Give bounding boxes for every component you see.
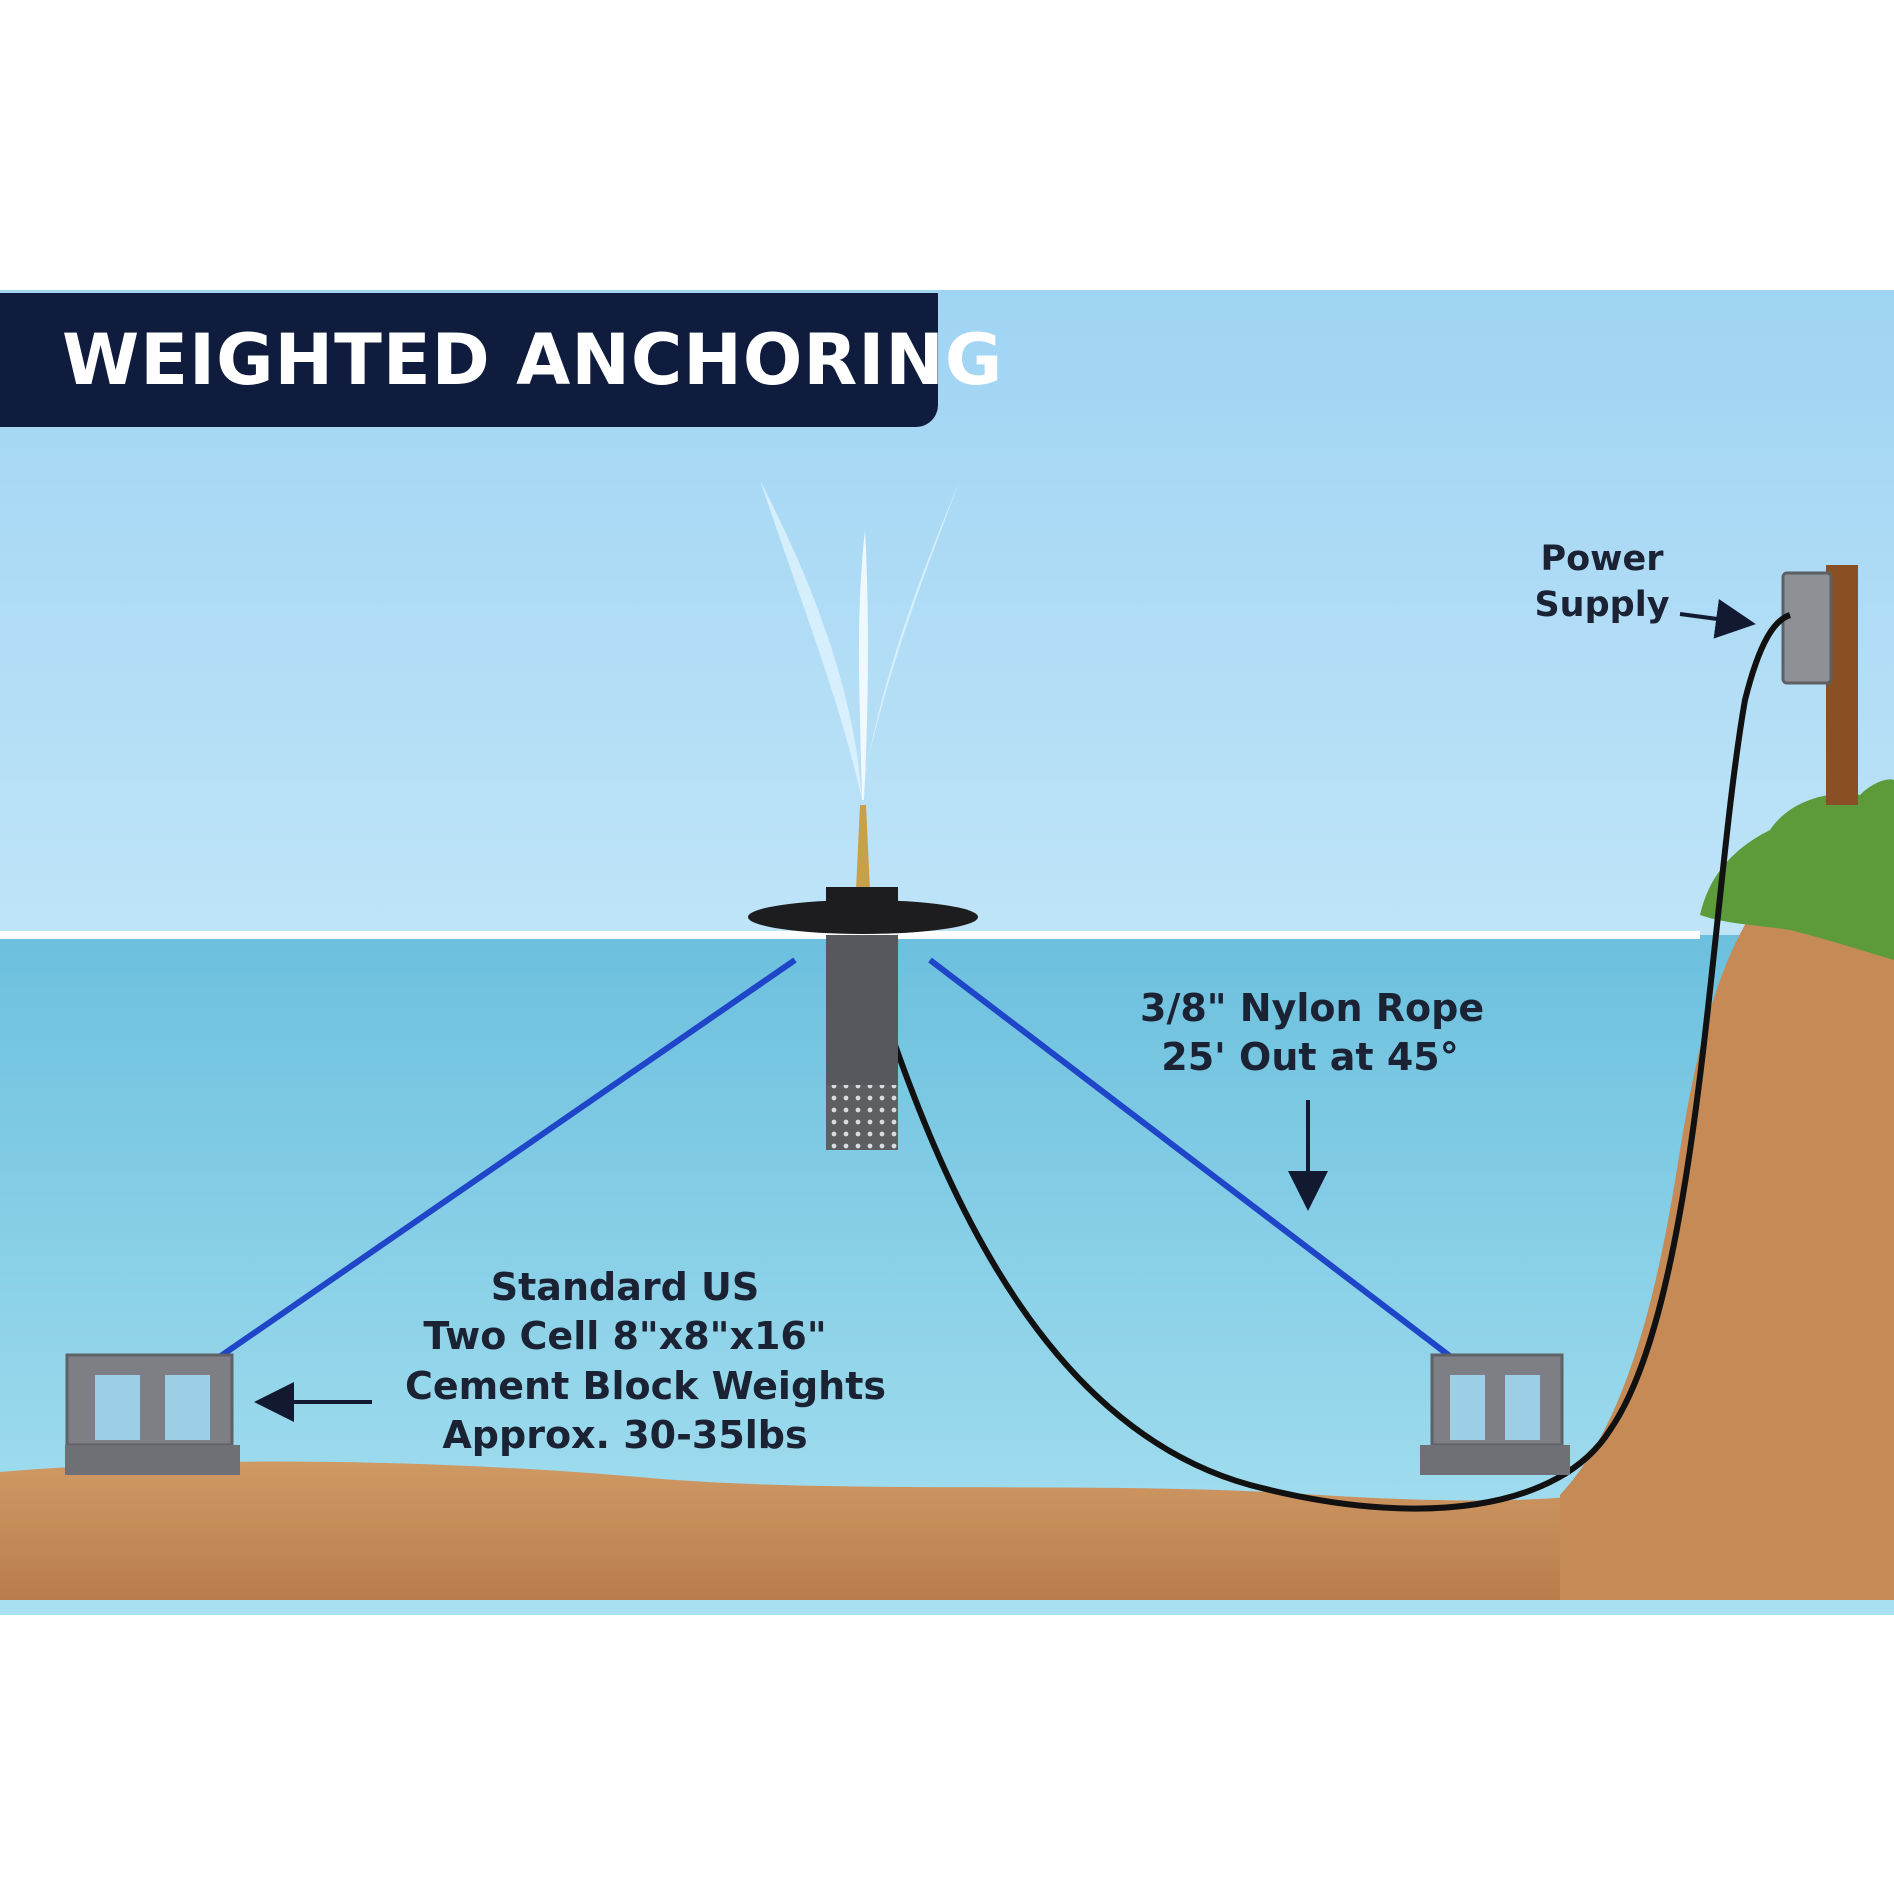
rope-left	[213, 957, 797, 1363]
power-arrow	[1679, 599, 1756, 639]
power-cable	[892, 612, 1792, 1512]
pump-motor	[826, 935, 898, 1085]
label-rope-line-2: 25' Out at 45°	[1161, 1035, 1459, 1080]
bank-hill	[1560, 790, 1894, 1600]
label-power-line-2: Supply	[1534, 584, 1670, 625]
title: WEIGHTED ANCHORING	[62, 319, 1004, 401]
power-box-icon	[1781, 571, 1833, 685]
cement-block-right	[1420, 1353, 1570, 1475]
label-rope: 3/8" Nylon Rope 25' Out at 45°	[1140, 984, 1485, 1083]
label-blocks-line-4: Approx. 30-35lbs	[442, 1413, 808, 1458]
pond-bottom	[0, 1461, 1620, 1600]
label-blocks-line-1: Standard US	[490, 1265, 760, 1309]
label-blocks-line-3: Cement Block Weights	[405, 1363, 886, 1408]
pump-intake-screen	[826, 1085, 898, 1150]
label-blocks-line-2: Two Cell 8"x8"x16"	[423, 1314, 827, 1359]
label-blocks: Standard US Two Cell 8"x8"x16" Cement Bl…	[405, 1263, 886, 1461]
cement-block-left	[65, 1353, 240, 1475]
float-collar	[826, 887, 898, 919]
fountain-spray-icon	[760, 480, 960, 800]
label-power-supply: Power Supply	[1522, 537, 1682, 628]
label-power-line-1: Power	[1540, 539, 1664, 579]
grass-tuft	[1700, 779, 1894, 960]
label-rope-line-1: 3/8" Nylon Rope	[1140, 986, 1485, 1030]
fountain-nozzle	[856, 805, 870, 890]
title-banner	[0, 293, 938, 427]
rope-right	[928, 957, 1457, 1363]
